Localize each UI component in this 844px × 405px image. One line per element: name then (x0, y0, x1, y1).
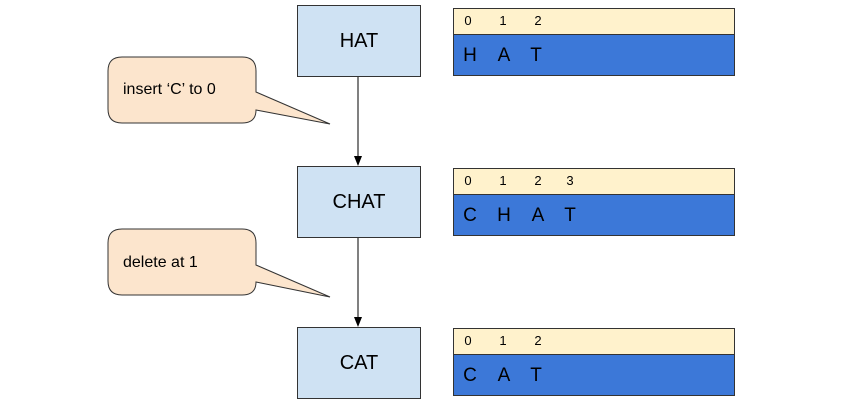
array-chat: 0 1 2 3 C H A T (453, 168, 735, 236)
state-label: CAT (339, 351, 379, 374)
char-cell: T (530, 365, 542, 386)
value-row: C A T (454, 355, 734, 395)
index-row: 0 1 2 3 (454, 169, 734, 195)
char-cell: C (463, 205, 477, 226)
array-cat: 0 1 2 C A T (453, 328, 735, 396)
index-cell: 2 (534, 13, 542, 28)
char-cell: A (497, 45, 511, 66)
value-row: H A T (454, 35, 734, 75)
index-row: 0 1 2 (454, 329, 734, 355)
index-cell: 1 (499, 333, 507, 348)
index-cell: 2 (534, 173, 542, 188)
array-hat: 0 1 2 H A T (453, 8, 735, 76)
state-box-chat: CHAT (297, 166, 421, 238)
index-cell: 1 (499, 13, 507, 28)
char-cell: T (564, 205, 576, 226)
index-cell: 0 (464, 13, 472, 28)
index-cell: 0 (464, 333, 472, 348)
value-row: C H A T (454, 195, 734, 235)
index-row: 0 1 2 (454, 9, 734, 35)
char-cell: H (463, 45, 477, 66)
state-box-hat: HAT (297, 5, 421, 77)
char-cell: T (530, 45, 542, 66)
char-cell: H (497, 205, 511, 226)
callout-delete-label: delete at 1 (123, 254, 198, 271)
char-cell: A (531, 205, 545, 226)
index-cell: 3 (566, 173, 574, 188)
char-cell: C (463, 365, 477, 386)
index-cell: 2 (534, 333, 542, 348)
index-cell: 0 (464, 173, 472, 188)
index-cell: 1 (499, 173, 507, 188)
state-box-cat: CAT (297, 327, 421, 399)
callout-insert-shape (107, 56, 331, 125)
char-cell: A (497, 365, 511, 386)
callout-delete-shape (107, 228, 331, 298)
callout-insert-label: insert ‘C’ to 0 (123, 81, 216, 98)
state-label: CHAT (332, 190, 386, 213)
state-label: HAT (339, 29, 379, 52)
